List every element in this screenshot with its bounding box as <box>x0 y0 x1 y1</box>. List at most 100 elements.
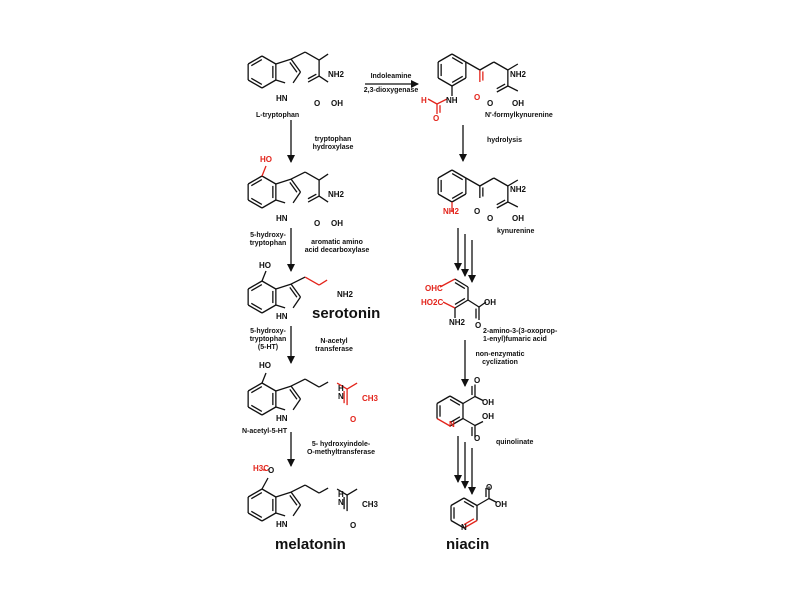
bond <box>261 280 277 290</box>
bond <box>250 491 263 500</box>
bond <box>247 406 263 416</box>
compound-name: 5-hydroxy- <box>250 232 286 239</box>
bond <box>493 177 509 187</box>
bond <box>304 276 320 286</box>
bond <box>318 279 328 286</box>
bond <box>261 165 267 177</box>
bond <box>346 382 358 390</box>
bond <box>261 304 277 314</box>
bond <box>496 85 509 93</box>
bond <box>318 75 329 83</box>
bond <box>474 420 484 427</box>
bonds-layer <box>247 51 519 529</box>
bond <box>307 195 320 203</box>
step-label: non-enzymatic <box>475 351 524 358</box>
atom-o: O <box>350 415 356 424</box>
bond <box>247 199 263 209</box>
bond <box>451 172 464 181</box>
enzyme-label: N-acetyl <box>320 338 347 345</box>
bond <box>247 175 263 185</box>
compound-name-melatonin: melatonin <box>275 536 346 553</box>
bond <box>493 61 509 71</box>
bond <box>250 404 263 413</box>
bond <box>250 58 263 67</box>
bond <box>507 63 519 71</box>
bond <box>289 182 298 193</box>
atom-o-keto: O <box>474 207 480 216</box>
bond <box>275 58 292 65</box>
bond <box>318 53 329 61</box>
atom-h3c: H3C <box>253 464 269 473</box>
compound-name: tryptophan <box>250 240 287 247</box>
atom-nh2: NH2 <box>449 318 466 327</box>
atom-nh2: NH2 <box>337 290 354 299</box>
enzyme-label: Indoleamine <box>371 73 412 80</box>
atom-o: O <box>486 483 492 492</box>
bond <box>289 62 298 73</box>
atom-o-keto: O <box>474 93 480 102</box>
bond <box>462 395 476 405</box>
bond <box>290 51 306 60</box>
bond <box>292 296 302 309</box>
atom-o: O <box>487 214 493 223</box>
bond <box>507 85 519 92</box>
bond <box>496 83 506 90</box>
bond <box>318 173 329 181</box>
compound-alias: 5-hydroxy- <box>250 328 286 335</box>
bond <box>496 199 506 206</box>
atom-nh2: NH2 <box>328 190 345 199</box>
bond <box>462 417 476 427</box>
bond <box>442 301 456 309</box>
atom-o2: O <box>474 434 480 443</box>
bond <box>250 302 263 311</box>
bond <box>275 304 286 309</box>
atom-oh: OH <box>331 219 343 228</box>
atom-ch3: CH3 <box>362 500 379 509</box>
enzyme-label: 5- hydroxyindole- <box>312 441 371 448</box>
atom-o: O <box>314 99 320 108</box>
atom-nh2: NH2 <box>510 185 527 194</box>
bond <box>292 504 302 517</box>
atom-ho: HO <box>259 261 271 270</box>
bond <box>439 278 456 288</box>
bond <box>275 199 286 204</box>
bond <box>451 191 464 200</box>
n-acetylserotonin-structure: HO H N CH3 O HN N-acetyl-5-HT <box>242 361 379 435</box>
bond <box>336 488 348 496</box>
enzyme-label: O-methyltransferase <box>307 449 375 456</box>
bond <box>479 177 495 187</box>
atom-hn: HN <box>276 312 288 321</box>
compound-name: N'-formylkynurenine <box>485 112 553 119</box>
bond <box>261 199 277 209</box>
bond <box>261 406 277 416</box>
bond <box>292 191 302 204</box>
5-hydroxytryptophan-structure: HO NH2 O OH HN 5-hydroxy- tryptophan <box>250 155 345 247</box>
atom-n: N <box>338 392 344 401</box>
bond <box>275 512 286 517</box>
bond <box>507 201 519 208</box>
bond <box>250 178 263 187</box>
bond <box>275 283 292 290</box>
bond <box>474 395 484 402</box>
bond <box>451 53 467 63</box>
atom-o: O <box>314 219 320 228</box>
bond <box>454 299 469 309</box>
bond <box>261 55 277 65</box>
bond <box>463 519 478 529</box>
bond <box>261 270 267 282</box>
bond <box>289 389 298 400</box>
bond <box>437 169 453 179</box>
atom-hn: HN <box>276 414 288 423</box>
bond <box>247 382 263 392</box>
l-tryptophan-structure: NH2 O OH HN L-tryptophan <box>256 70 345 119</box>
atom-oh: OH <box>512 214 524 223</box>
bond <box>247 304 263 314</box>
serotonin-structure: HO NH2 HN serotonin 5-hydroxy- tryptopha… <box>250 261 381 351</box>
compound-name: kynurenine <box>497 228 534 235</box>
bond <box>250 77 263 86</box>
bond <box>465 177 481 187</box>
bond <box>261 79 277 89</box>
compound-alias: tryptophan <box>250 336 287 343</box>
bond <box>436 98 448 105</box>
